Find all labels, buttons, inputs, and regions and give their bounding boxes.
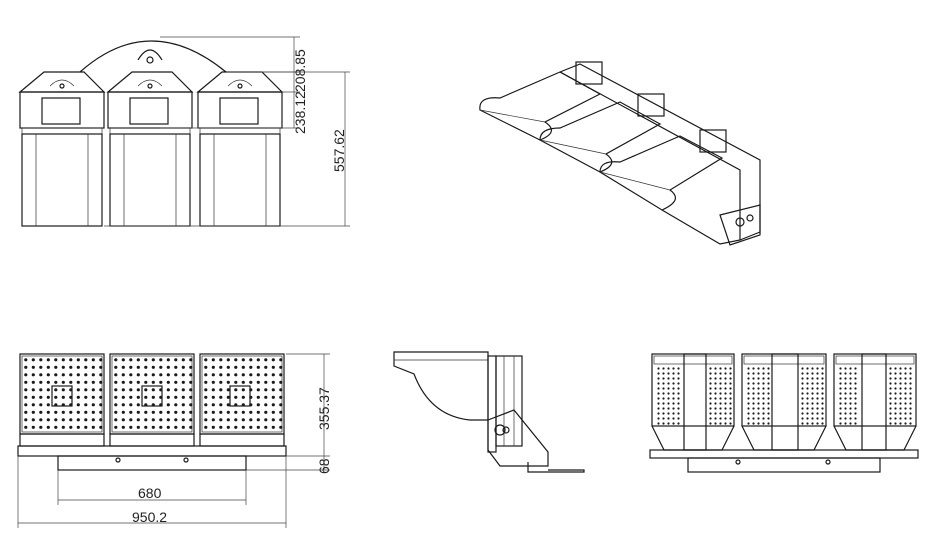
lamp-head-3 [196,71,284,227]
lamp-head-1 [18,71,106,227]
view-side [393,351,585,473]
view-top-elevation: 208.85 238.12 557.62 [18,36,350,227]
rear-panel-2 [741,353,827,451]
reflector-1 [479,71,602,141]
mount-bracket [719,204,761,246]
side-reflector [393,351,489,421]
dim-bracket-width: 680 [138,485,162,501]
reflector-3 [599,135,724,211]
dim-total-width: 950.2 [132,509,167,525]
panel-2 [109,353,195,447]
dim-front-height: 355.37 [316,387,332,430]
dim-bracket-height: 68 [316,458,332,474]
view-front: 355.37 68 680 950.2 [17,353,332,528]
rear-panel-1 [651,353,735,451]
dim-side-height: 557.62 [331,129,347,172]
driver-box-3 [699,129,727,153]
aiming-arc [79,40,227,73]
panel-3 [199,353,285,447]
rear-panel-3 [833,353,917,451]
dim-arc-height: 208.85 [292,49,308,92]
base-bracket [57,455,247,471]
driver-box-2 [637,93,665,117]
view-rear [649,353,919,473]
side-bracket [487,409,549,467]
driver-box-1 [575,61,603,85]
view-isometric [479,61,761,246]
dim-top-height: 238.12 [292,91,308,134]
reflector-2 [539,101,662,173]
arc-handle-icon [137,49,163,61]
lamp-head-2 [106,71,194,227]
panel-1 [19,353,105,447]
